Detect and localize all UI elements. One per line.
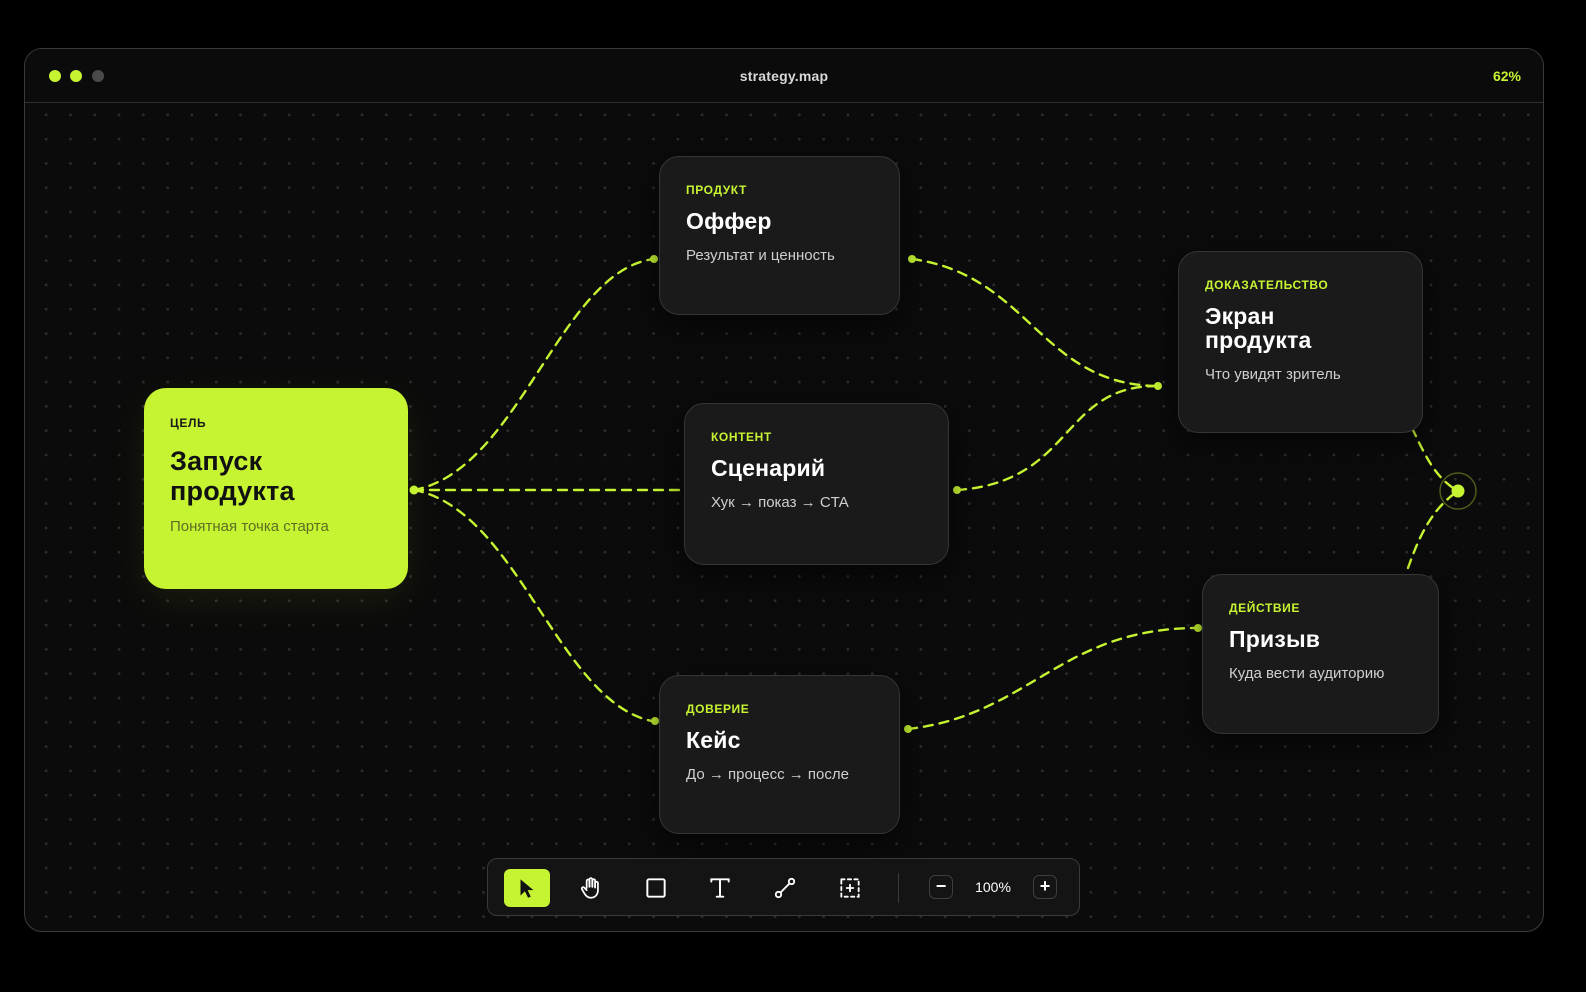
node-tag: ЦЕЛЬ [170, 416, 207, 430]
zoom-out-button[interactable]: − [929, 875, 953, 899]
connector-tool-button[interactable] [762, 869, 808, 907]
cursor-arrow-icon [520, 879, 534, 898]
square-icon [646, 878, 666, 898]
node-tag: ДОВЕРИЕ [686, 702, 750, 716]
frame-select-icon [840, 878, 860, 898]
node-tag: ПРОДУКТ [686, 183, 747, 197]
node-title: Сценарий [711, 455, 826, 481]
node-subtitle: До → процесс → после [686, 766, 849, 783]
node-subtitle: Понятная точка старта [170, 518, 329, 535]
text-icon [710, 878, 730, 898]
node-title: Кейс [686, 727, 741, 753]
hand-tool-button[interactable] [568, 869, 614, 907]
frame-tool-button[interactable] [827, 869, 873, 907]
window-title: strategy.map [739, 68, 829, 84]
rectangle-tool-button[interactable] [633, 869, 679, 907]
node-title: Запуск продукта [170, 446, 295, 506]
node-title: Экран продукта [1205, 303, 1312, 353]
connector-icon [774, 877, 796, 899]
zoom-level: 100% [975, 879, 1011, 895]
window-control-close[interactable] [49, 70, 61, 82]
window-control-minimize[interactable] [70, 70, 82, 82]
node-screen[interactable]: ДОКАЗАТЕЛЬСТВО Экран продукта Что увидят… [1178, 251, 1423, 433]
titlebar: strategy.map 62% [25, 49, 1543, 103]
hand-icon [580, 877, 599, 899]
node-case[interactable]: ДОВЕРИЕ Кейс До → процесс → после [659, 675, 900, 834]
text-tool-button[interactable] [697, 869, 743, 907]
node-title: Призыв [1229, 626, 1321, 652]
zoom-indicator: 62% [1492, 68, 1521, 84]
node-subtitle: Хук → показ → CTA [711, 494, 849, 511]
window-control-maximize[interactable] [92, 70, 104, 82]
node-subtitle: Результат и ценность [686, 247, 835, 264]
node-cta[interactable]: ДЕЙСТВИЕ Призыв Куда вести аудиторию [1202, 574, 1439, 734]
select-tool-button[interactable] [504, 869, 550, 907]
node-goal[interactable]: ЦЕЛЬ Запуск продукта Понятная точка стар… [144, 388, 408, 589]
node-title: Оффер [686, 208, 772, 234]
bottom-toolbar: − 100% + [487, 858, 1080, 916]
node-subtitle: Что увидят зритель [1205, 366, 1341, 383]
node-tag: ДЕЙСТВИЕ [1229, 601, 1300, 615]
node-offer[interactable]: ПРОДУКТ Оффер Результат и ценность [659, 156, 900, 315]
node-scenario[interactable]: КОНТЕНТ Сценарий Хук → показ → CTA [684, 403, 949, 565]
toolbar-divider [898, 873, 899, 903]
node-subtitle: Куда вести аудиторию [1229, 665, 1385, 682]
zoom-in-button[interactable]: + [1033, 875, 1057, 899]
node-tag: КОНТЕНТ [711, 430, 772, 444]
node-tag: ДОКАЗАТЕЛЬСТВО [1205, 278, 1329, 292]
